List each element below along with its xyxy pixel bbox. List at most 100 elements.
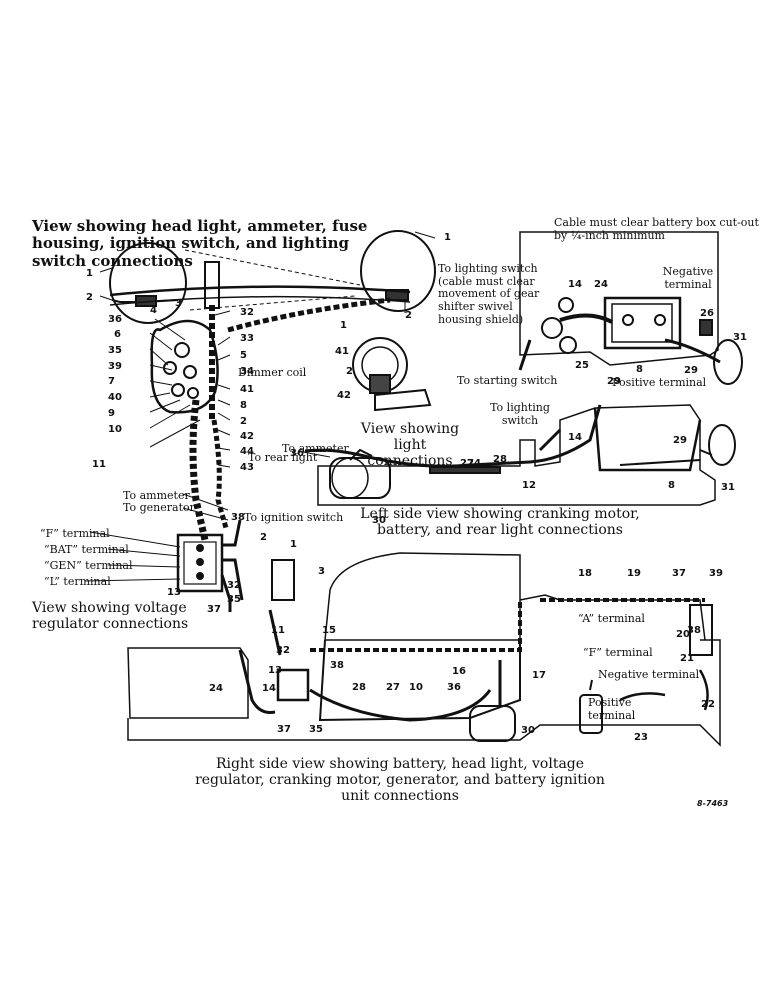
to-lighting-switch-label: To lighting switch xyxy=(490,401,550,427)
callout-number: 40 xyxy=(108,392,122,403)
callout-number: 29 xyxy=(607,376,621,387)
callout-number: 36 xyxy=(290,448,304,459)
callout-number: 5 xyxy=(240,350,247,361)
positive-terminal-label: Positive terminal xyxy=(612,376,707,389)
callout-number: 23 xyxy=(634,732,648,743)
callout-number: 19 xyxy=(627,568,641,579)
right-side-view xyxy=(127,552,721,747)
right-side-view-caption: Right side view showing battery, head li… xyxy=(195,756,605,805)
callout-number: 1 xyxy=(290,539,297,550)
cable-note: Cable must clear battery box cut-out by … xyxy=(554,216,759,242)
callout-number: 43 xyxy=(240,462,254,473)
callout-number: 8 xyxy=(668,480,675,491)
positive-terminal-2-label: Positive terminal xyxy=(588,696,636,722)
light-view-caption: View showing light connections xyxy=(360,421,460,470)
to-rear-light-label: To rear light xyxy=(248,451,318,464)
callout-number: 42 xyxy=(240,431,254,442)
callout-number: 37 xyxy=(672,568,686,579)
callout-number: 2 xyxy=(86,292,93,303)
f-terminal-2-label: “F” terminal xyxy=(583,646,653,659)
callout-number: 11 xyxy=(92,459,106,470)
callout-number: 30 xyxy=(372,515,386,526)
voltage-regulator xyxy=(176,519,244,612)
callout-number: 3 xyxy=(175,298,182,309)
battery-box-view xyxy=(518,231,743,385)
callout-number: 14 xyxy=(568,432,582,443)
callout-number: 4 xyxy=(150,305,157,316)
callout-number: 37 xyxy=(207,604,221,615)
callout-number: 7 xyxy=(108,376,115,387)
ammeter-housing xyxy=(150,319,219,414)
callout-number: 34 xyxy=(240,366,254,377)
callout-number: 21 xyxy=(680,653,694,664)
callout-number: 25 xyxy=(575,360,589,371)
callout-number: 16 xyxy=(452,666,466,677)
callout-number: 3 xyxy=(318,566,325,577)
callout-number: 35 xyxy=(227,594,241,605)
callout-number: 13 xyxy=(268,665,282,676)
callout-number: 10 xyxy=(108,424,122,435)
callout-number: 44 xyxy=(240,446,254,457)
callout-number: 8 xyxy=(240,400,247,411)
callout-number: 17 xyxy=(532,670,546,681)
left-side-view-caption: Left side view showing cranking motor, b… xyxy=(360,506,640,539)
light-connection-lamp xyxy=(352,337,432,412)
bat-terminal-label: “BAT” terminal xyxy=(44,543,129,556)
leader-lines xyxy=(84,231,436,582)
gen-terminal-label: “GEN” terminal xyxy=(44,559,133,572)
callout-number: 29 xyxy=(684,365,698,376)
left-side-view xyxy=(304,404,736,506)
callout-number: 41 xyxy=(240,384,254,395)
callout-number: 13 xyxy=(167,587,181,598)
callout-number: 31 xyxy=(733,332,747,343)
callout-number: 1 xyxy=(444,232,451,243)
callout-number: 36 xyxy=(108,314,122,325)
to-starting-switch-label: To starting switch xyxy=(457,374,557,387)
callout-number: 33 xyxy=(240,333,254,344)
callout-number: 32 xyxy=(240,307,254,318)
callout-number: 11 xyxy=(271,625,285,636)
callout-number: 32 xyxy=(276,645,290,656)
callout-number: 29 xyxy=(673,435,687,446)
callout-number: 10 xyxy=(409,682,423,693)
callout-number: 20 xyxy=(676,629,690,640)
to-ammeter-2-label: To ammeter xyxy=(123,489,190,502)
callout-number: 36 xyxy=(447,682,461,693)
callout-number: 26 xyxy=(700,308,714,319)
f-terminal-label: “F” terminal xyxy=(40,527,110,540)
callout-number: 39 xyxy=(709,568,723,579)
callout-number: 6 xyxy=(114,329,121,340)
callout-number: 27 xyxy=(386,682,400,693)
callout-number: 9 xyxy=(108,408,115,419)
callout-number: 31 xyxy=(721,482,735,493)
lighting-switch-note: To lighting switch (cable must clear mov… xyxy=(438,262,540,326)
negative-terminal-label: Negative terminal xyxy=(662,265,714,291)
callout-number: 1 xyxy=(340,320,347,331)
diagram-labels: Dimmer coil To rear light To ammeter To … xyxy=(40,366,707,681)
callout-number: 1 xyxy=(86,268,93,279)
callout-number: 37 xyxy=(277,724,291,735)
callout-number: 24 xyxy=(594,279,608,290)
callout-number: 28 xyxy=(493,454,507,465)
callout-number: 39 xyxy=(108,361,122,372)
callout-number: 14 xyxy=(568,279,582,290)
callout-number: 30 xyxy=(521,725,535,736)
callout-number: 35 xyxy=(108,345,122,356)
callout-number: 27 xyxy=(460,458,474,469)
regulator-view-caption: View showing voltage regulator connectio… xyxy=(32,600,189,633)
callout-number: 14 xyxy=(262,683,276,694)
callout-number: 22 xyxy=(701,699,715,710)
negative-terminal-2-label: Negative terminal xyxy=(598,668,700,681)
callout-number: 2 xyxy=(346,366,353,377)
callout-number: 18 xyxy=(578,568,592,579)
callout-number: 38 xyxy=(231,512,245,523)
l-terminal-label: “L” terminal xyxy=(44,575,111,588)
headlight-bar xyxy=(109,285,411,297)
callout-number: 24 xyxy=(209,683,223,694)
callout-number: 41 xyxy=(335,346,349,357)
to-generator-label: To generator xyxy=(123,501,196,514)
figure-code: 8-7463 xyxy=(697,799,729,808)
callout-number: 15 xyxy=(322,625,336,636)
callout-number: 8 xyxy=(636,364,643,375)
